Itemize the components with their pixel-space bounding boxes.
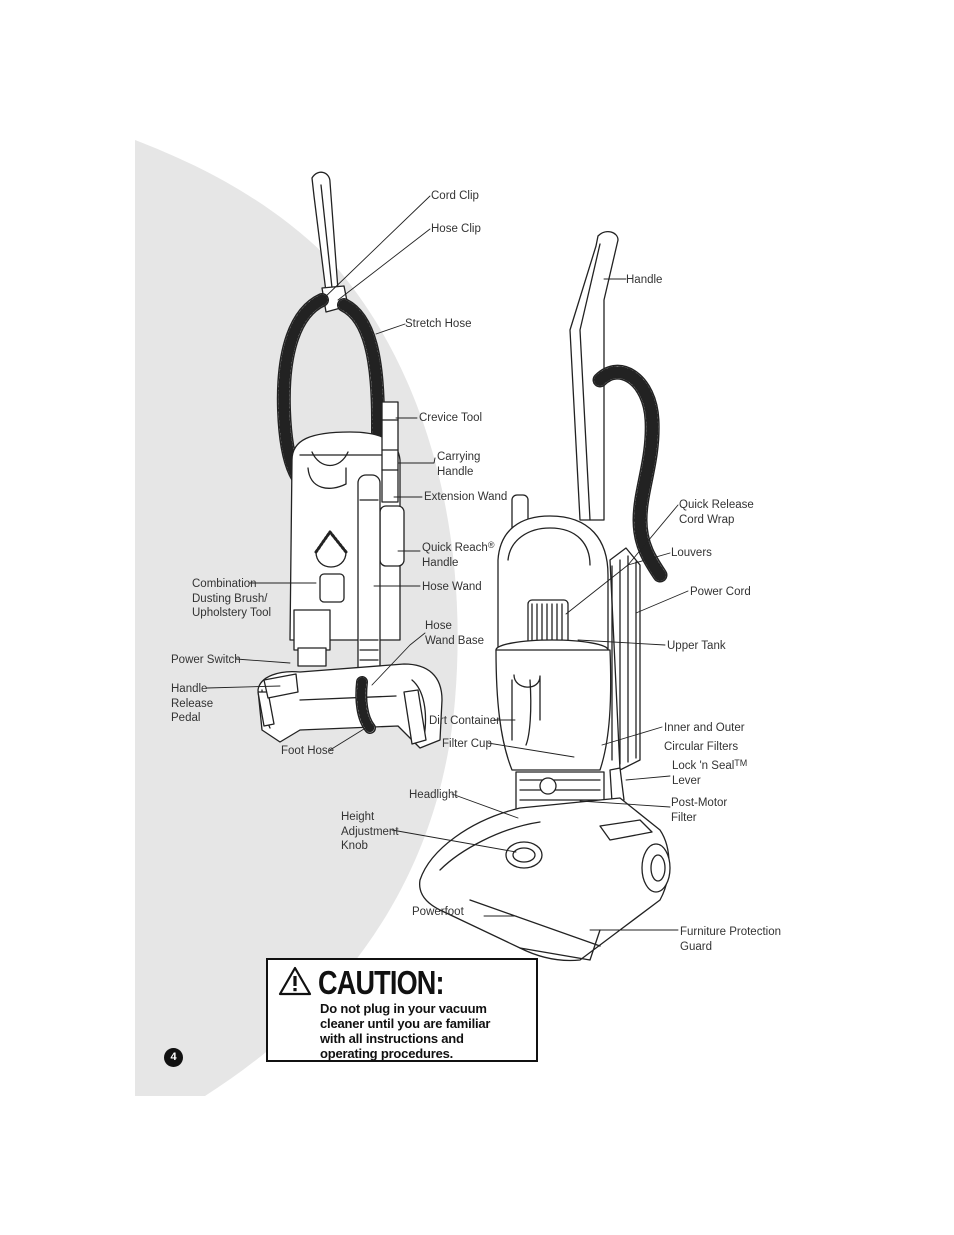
label-carrying-handle: Carrying Handle: [437, 451, 481, 478]
label-hose-clip: Hose Clip: [431, 223, 481, 235]
label-power-cord: Power Cord: [690, 586, 751, 598]
caution-box: CAUTION: Do not plug in your vacuum clea…: [266, 958, 538, 1062]
label-upper-tank: Upper Tank: [667, 640, 726, 652]
caution-text: Do not plug in your vacuum cleaner until…: [320, 1001, 491, 1061]
label-powerfoot: Powerfoot: [412, 906, 464, 918]
label-hose-wand-base: Hose Wand Base: [425, 620, 485, 647]
label-cord-clip: Cord Clip: [431, 190, 479, 202]
caution-title: CAUTION:: [318, 964, 445, 1001]
label-hose-wand: Hose Wand: [422, 581, 482, 593]
warning-triangle-icon: [278, 966, 312, 996]
label-quick-release-cord-wrap: Quick Release Cord Wrap: [679, 499, 754, 526]
label-stretch-hose: Stretch Hose: [405, 318, 472, 330]
label-handle: Handle: [626, 274, 663, 286]
rear-view-vacuum: [257, 171, 443, 749]
label-post-motor-filter: Post-Motor Filter: [671, 797, 728, 824]
label-filter-cup: Filter Cup: [442, 738, 492, 750]
page-number: 4: [164, 1048, 183, 1067]
label-dirt-container: Dirt Container: [429, 715, 500, 727]
label-louvers: Louvers: [671, 547, 712, 559]
label-height-adjustment-knob: Height Adjustment Knob: [341, 811, 399, 852]
label-foot-hose: Foot Hose: [281, 745, 335, 757]
label-extension-wand: Extension Wand: [424, 491, 508, 503]
front-view-vacuum: [418, 230, 671, 962]
label-furniture-protection-guard: Furniture Protection Guard: [680, 926, 781, 953]
label-quick-reach-handle: Quick Reach®Handle: [422, 540, 495, 569]
leader-lines: [206, 195, 689, 931]
label-power-switch: Power Switch: [171, 654, 241, 666]
label-inner-outer-filters: Inner and Outer Circular Filters: [664, 722, 745, 753]
label-crevice-tool: Crevice Tool: [419, 412, 483, 424]
label-handle-release-pedal: Handle Release Pedal: [171, 683, 214, 724]
label-combination-tool: Combination Dusting Brush/ Upholstery To…: [192, 578, 272, 619]
label-headlight: Headlight: [409, 789, 458, 801]
